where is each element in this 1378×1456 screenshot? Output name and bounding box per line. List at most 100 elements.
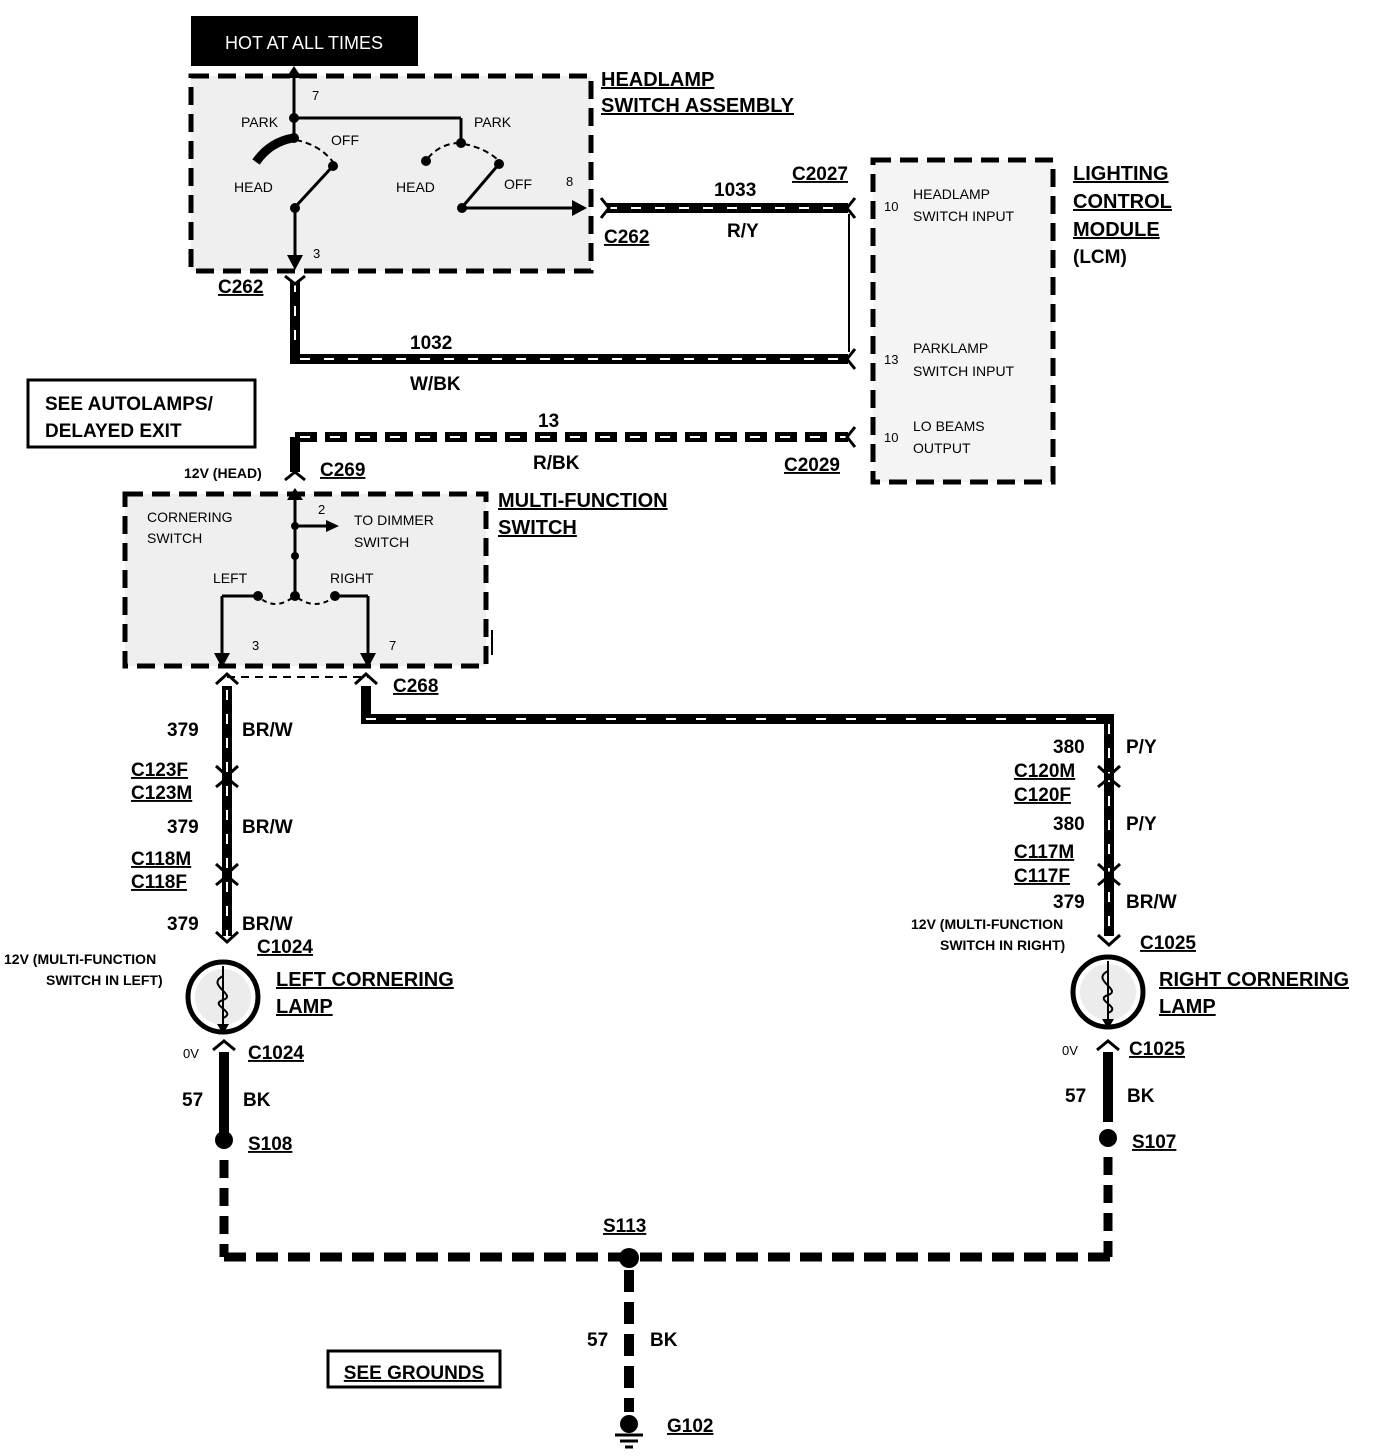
connector-c262-right: C262	[604, 227, 649, 248]
wire-1032-color: W/BK	[410, 374, 461, 395]
mfs-pin-3: 3	[252, 638, 259, 653]
splice-s113: S113	[603, 1216, 646, 1237]
left-wire-1-num: 379	[167, 720, 199, 741]
right-lamp-title-2: LAMP	[1159, 996, 1216, 1018]
right-lamp-volt-2: SWITCH IN RIGHT)	[940, 937, 1065, 953]
connector-c268: C268	[393, 676, 438, 697]
lcm-pin-3-num: 10	[884, 430, 898, 445]
wire-13	[284, 426, 857, 482]
wire-1033-num: 1033	[714, 180, 756, 201]
dimmer-switch-line2: SWITCH	[354, 534, 409, 550]
mfs-left-label: LEFT	[213, 570, 248, 586]
right-off-label: OFF	[504, 176, 532, 192]
connector-c262-left: C262	[218, 277, 263, 298]
headlamp-switch-title-1: HEADLAMP	[601, 69, 714, 91]
left-park-label: PARK	[241, 114, 279, 130]
hot-label-box	[191, 16, 418, 66]
headlamp-switch-assembly: 7 PARK OFF HEAD 3 PARK OFF HEAD 8	[188, 66, 594, 274]
dimmer-switch-line1: TO DIMMER	[354, 512, 434, 528]
lcm-pin-2-num: 13	[884, 352, 898, 367]
bottom-ground-color: BK	[650, 1330, 678, 1351]
connector-c2027: C2027	[792, 164, 848, 185]
mfs-pin-2: 2	[318, 502, 325, 517]
left-lamp-volt-2: SWITCH IN LEFT)	[46, 972, 163, 988]
right-lamp-title-1: RIGHT CORNERING	[1159, 969, 1349, 991]
right-wire-1-num: 380	[1053, 737, 1085, 758]
see-autolamps-line1: SEE AUTOLAMPS/	[45, 394, 214, 415]
connector-c1024-top: C1024	[257, 937, 313, 958]
left-wire-2-num: 379	[167, 817, 199, 838]
see-grounds-label: SEE GROUNDS	[344, 1363, 484, 1384]
right-wire-3-num: 379	[1053, 892, 1085, 913]
ground-g102: G102	[667, 1416, 713, 1437]
right-zero-v: 0V	[1062, 1043, 1078, 1058]
left-lamp-volt-1: 12V (MULTI-FUNCTION	[4, 951, 156, 967]
wire-379-left	[214, 671, 370, 945]
wire-13-color: R/BK	[533, 453, 580, 474]
left-zero-v: 0V	[183, 1046, 199, 1061]
splice-s108: S108	[248, 1134, 292, 1155]
right-head-label: HEAD	[396, 179, 435, 195]
lcm-pin-1-line1: HEADLAMP	[913, 186, 990, 202]
right-wire-1-color: P/Y	[1126, 737, 1157, 758]
headlamp-switch-title-2: SWITCH ASSEMBLY	[601, 95, 795, 117]
wire-380	[353, 671, 1122, 948]
lcm-pin-2-line2: SWITCH INPUT	[913, 363, 1015, 379]
left-cornering-lamp-icon	[185, 959, 261, 1035]
left-wire-3-color: BR/W	[242, 914, 293, 935]
connector-c117f: C117F	[1014, 866, 1070, 887]
right-wire-3-color: BR/W	[1126, 892, 1177, 913]
wire-1032	[284, 274, 857, 370]
connector-c123m: C123M	[131, 783, 192, 804]
left-wire-1-color: BR/W	[242, 720, 293, 741]
connector-c1025-bottom: C1025	[1129, 1039, 1185, 1060]
connector-c120m: C120M	[1014, 761, 1075, 782]
lighting-control-module	[870, 157, 1056, 485]
left-ground-num: 57	[182, 1090, 203, 1111]
left-ground-color: BK	[243, 1090, 271, 1111]
left-lamp-title-1: LEFT CORNERING	[276, 969, 454, 991]
wire-1032-num: 1032	[410, 333, 452, 354]
right-ground-num: 57	[1065, 1086, 1086, 1107]
mfs-title-2: SWITCH	[498, 517, 577, 539]
ground-bus	[224, 1248, 1110, 1412]
see-grounds-box	[326, 1349, 502, 1389]
lcm-title-1: LIGHTING	[1073, 163, 1169, 185]
connector-c117m: C117M	[1014, 842, 1074, 863]
lcm-pin-3-line2: OUTPUT	[913, 440, 971, 456]
left-lamp-title-2: LAMP	[276, 996, 333, 1018]
connector-c1024-bottom: C1024	[248, 1043, 304, 1064]
ground-icon	[615, 1415, 643, 1449]
right-ground-color: BK	[1127, 1086, 1155, 1107]
left-head-label: HEAD	[234, 179, 273, 195]
cornering-switch-line2: SWITCH	[147, 530, 202, 546]
right-wire-2-color: P/Y	[1126, 814, 1157, 835]
headlamp-pin-8: 8	[566, 174, 573, 189]
mfs-pin-7: 7	[389, 638, 396, 653]
connector-c269: C269	[320, 460, 365, 481]
left-wire-3-num: 379	[167, 914, 199, 935]
connector-c123f: C123F	[131, 760, 188, 781]
see-autolamps-box	[26, 378, 257, 449]
splice-s107: S107	[1132, 1132, 1176, 1153]
wire-1033	[599, 197, 857, 352]
lcm-title-2: CONTROL	[1073, 191, 1172, 213]
hot-label: HOT AT ALL TIMES	[225, 33, 383, 53]
wire-1033-color: R/Y	[727, 221, 759, 242]
lcm-pin-1-line2: SWITCH INPUT	[913, 208, 1015, 224]
headlamp-pin-3: 3	[313, 246, 320, 261]
wire-13-num: 13	[538, 411, 559, 432]
connector-c118f: C118F	[131, 872, 187, 893]
right-wire-2-num: 380	[1053, 814, 1085, 835]
headlamp-pin-7: 7	[312, 88, 319, 103]
right-park-label: PARK	[474, 114, 512, 130]
left-off-label: OFF	[331, 132, 359, 148]
connector-c118m: C118M	[131, 849, 191, 870]
connector-c1025-top: C1025	[1140, 933, 1196, 954]
connector-c120f: C120F	[1014, 785, 1071, 806]
left-wire-2-color: BR/W	[242, 817, 293, 838]
connector-c2029: C2029	[784, 455, 840, 476]
bottom-ground-num: 57	[587, 1330, 608, 1351]
lcm-pin-2-line1: PARKLAMP	[913, 340, 988, 356]
